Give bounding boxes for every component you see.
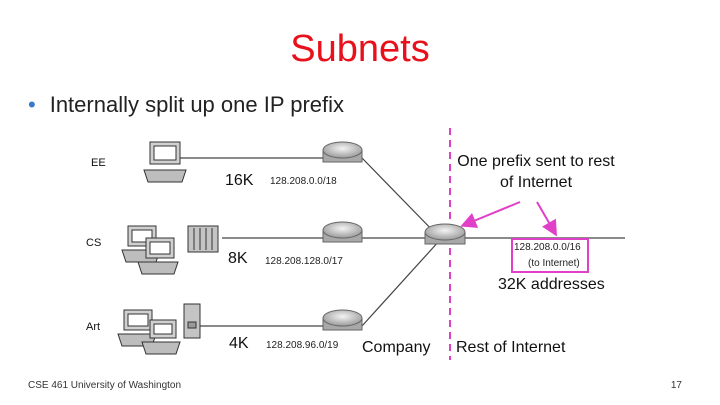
ee-computer-icon	[143, 141, 187, 183]
subnet-size-art: 4K	[229, 335, 249, 352]
dept-label-cs: CS	[86, 237, 102, 249]
callout-text: One prefix sent to rest of Internet	[457, 153, 615, 191]
subnet-prefix-cs: 128.208.128.0/17	[265, 256, 343, 267]
dept-label-art: Art	[86, 321, 101, 333]
subnet-prefix-ee: 128.208.0.0/18	[270, 176, 337, 187]
art-workstation-icon	[183, 303, 201, 339]
addresses-label: 32K addresses	[498, 276, 605, 293]
bullet-text: Internally split up one IP prefix	[49, 92, 345, 117]
subnet-size-ee: 16K	[225, 172, 254, 189]
subnet-prefix-art: 128.208.96.0/19	[266, 340, 339, 351]
router-icon-gateway	[424, 223, 466, 245]
cs-computer-icon	[121, 225, 179, 275]
footer-text: CSE 461 University of Washington	[28, 380, 182, 391]
router-icon-cs	[322, 221, 363, 243]
cs-server-rack-icon	[187, 225, 219, 253]
page-number: 17	[670, 380, 682, 391]
callout-arrow-left	[460, 201, 521, 228]
slide-title: Subnets	[290, 28, 430, 70]
subnet-size-cs: 8K	[228, 250, 248, 267]
router-icon-art	[322, 309, 363, 331]
external-prefix: 128.208.0.0/16	[514, 242, 581, 253]
company-label: Company	[362, 339, 431, 356]
external-prefix-note: (to Internet)	[528, 258, 580, 269]
bullet-dot: •	[28, 92, 36, 117]
callout-arrow-right	[536, 201, 558, 237]
bullet-point: • Internally split up one IP prefix	[28, 92, 344, 118]
router-icon-ee	[322, 141, 363, 163]
dept-label-ee: EE	[91, 157, 106, 169]
art-computer-icon	[117, 309, 181, 355]
rest-of-internet-label: Rest of Internet	[456, 339, 566, 356]
external-prefix-box	[511, 238, 589, 273]
